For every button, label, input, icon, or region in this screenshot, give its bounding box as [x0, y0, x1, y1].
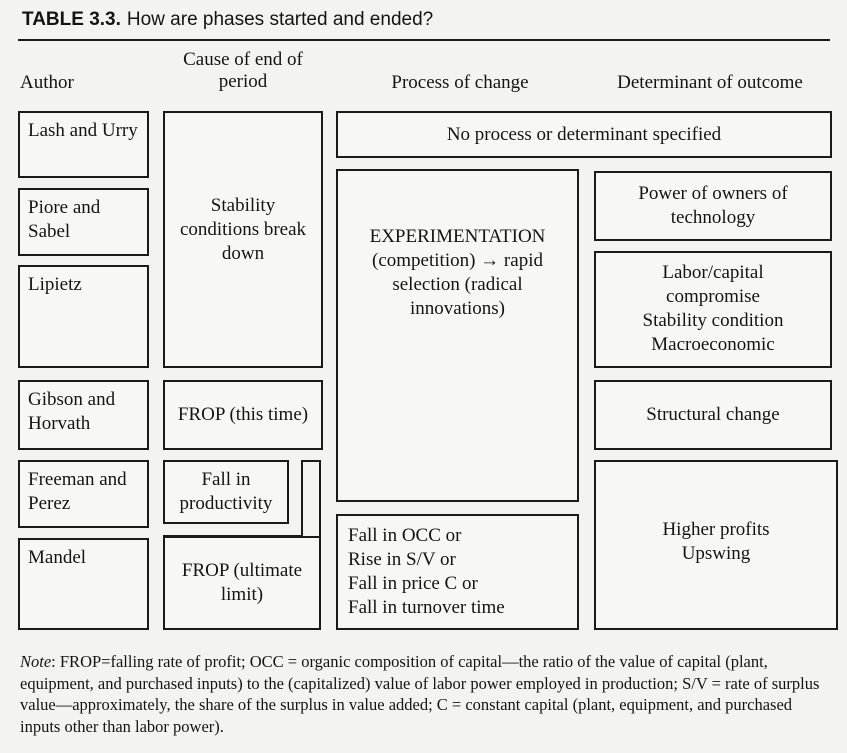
bracket-top	[301, 460, 321, 462]
determinant-power-text: Power of owners of technology	[638, 183, 788, 228]
title-rule	[18, 39, 830, 41]
experimentation-box: EXPERIMENTATION (competition) → rapid se…	[336, 169, 579, 502]
determinant-profits-line-1: Higher profits	[662, 519, 770, 540]
no-process-text: No process or determinant specified	[446, 123, 722, 145]
cause-frop-this-time-text: FROP (this time)	[177, 404, 309, 425]
determinant-structural-text: Structural change	[646, 404, 780, 425]
header-process: Process of change	[391, 72, 529, 93]
cause-fall-productivity-text: Fall in productivity	[179, 469, 273, 514]
table-number: TABLE 3.3.	[22, 9, 121, 30]
header-author: Author	[20, 72, 74, 93]
cause-frop-this-time-box: FROP (this time)	[163, 380, 323, 450]
note-text: : FROP=falling rate of profit; OCC = org…	[20, 652, 820, 736]
no-process-box: No process or determinant specified	[336, 111, 832, 158]
cause-frop-ultimate-box: FROP (ultimate limit)	[163, 536, 321, 630]
determinant-labor-box: Labor/capital compromise Stability condi…	[594, 251, 832, 368]
table-title: TABLE 3.3.How are phases started and end…	[22, 9, 433, 31]
determinant-labor-line-4: Macroeconomic	[651, 334, 775, 355]
header-determinant: Determinant of outcome	[617, 72, 803, 93]
mandel-process-line-2: Rise in S/V or	[348, 549, 456, 570]
author-lipietz: Lipietz	[18, 265, 149, 368]
experimentation-title: EXPERIMENTATION	[369, 226, 546, 247]
cause-fall-productivity-box: Fall in productivity	[163, 460, 289, 524]
author-lash-urry: Lash and Urry	[18, 111, 149, 178]
note-label: Note	[20, 652, 52, 671]
determinant-labor-line-3: Stability condition	[642, 310, 784, 331]
cause-stability-box: Stability conditions break down	[163, 111, 323, 368]
table-caption: How are phases started and ended?	[126, 9, 434, 30]
bracket-vertical	[301, 460, 303, 536]
author-piore-sabel: Piore and Sabel	[18, 188, 149, 256]
mandel-process-box: Fall in OCC or Rise in S/V or Fall in pr…	[336, 514, 579, 630]
experimentation-body: (competition) → rapid selection (radical…	[372, 250, 543, 319]
cause-frop-ultimate-text: FROP (ultimate limit)	[181, 560, 303, 605]
author-gibson-horvath: Gibson and Horvath	[18, 380, 149, 450]
mandel-process-line-1: Fall in OCC or	[348, 525, 462, 546]
table-note: Note: FROP=falling rate of profit; OCC =…	[20, 651, 832, 737]
author-freeman-perez: Freeman and Perez	[18, 460, 149, 528]
mandel-process-line-4: Fall in turnover time	[348, 597, 505, 618]
determinant-profits-line-2: Upswing	[681, 543, 751, 564]
mandel-process-line-3: Fall in price C or	[348, 573, 478, 594]
determinant-profits-box: Higher profits Upswing	[594, 460, 838, 630]
determinant-structural-box: Structural change	[594, 380, 832, 450]
bracket-right	[319, 460, 321, 537]
cause-stability-text: Stability conditions break down	[179, 194, 307, 264]
determinant-labor-line-1: Labor/capital	[662, 262, 764, 283]
determinant-labor-line-2: compromise	[666, 286, 760, 307]
determinant-power-box: Power of owners of technology	[594, 171, 832, 241]
header-cause: Cause of end of period	[183, 49, 303, 92]
author-mandel: Mandel	[18, 538, 149, 630]
